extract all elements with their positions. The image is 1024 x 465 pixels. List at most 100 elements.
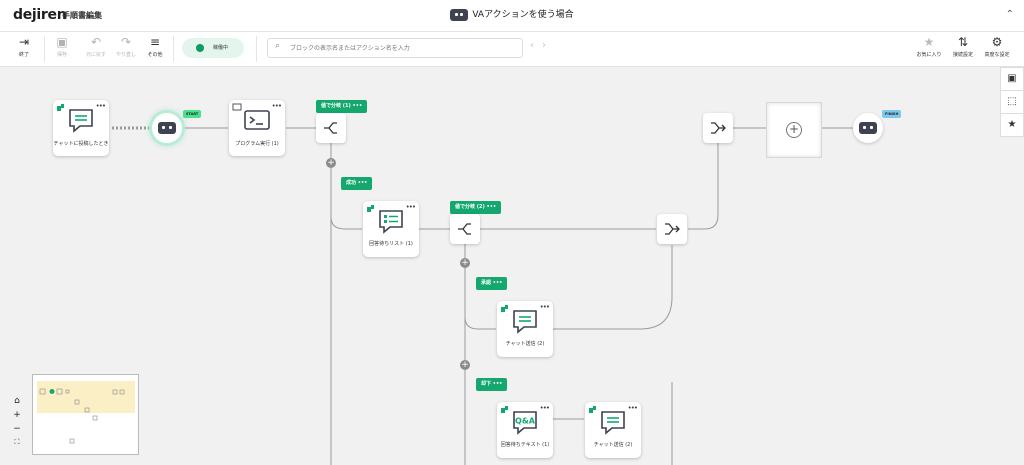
chevron-double-up-icon[interactable]: ⌃ [1005, 9, 1014, 20]
zoom-out-button[interactable]: − [13, 424, 21, 434]
finish-badge: FINISH [882, 110, 902, 118]
branch-icon [324, 122, 337, 134]
save-button[interactable]: ▣保存 [47, 35, 77, 58]
node-menu-icon[interactable]: ••• [95, 102, 106, 110]
add-step-button[interactable]: + [326, 158, 336, 168]
divider [44, 36, 45, 62]
chat-send-node[interactable]: ••• [497, 301, 553, 357]
checklist-chat-icon [379, 210, 403, 234]
branch-icon [458, 223, 471, 235]
more-button[interactable]: ≡その他 [140, 35, 170, 58]
waitlist-node[interactable]: ••• [363, 201, 419, 257]
chevron-left-icon[interactable]: ‹ [530, 40, 542, 51]
dejiren-tag-icon [589, 406, 596, 413]
plus-circle-icon: + [786, 122, 802, 138]
page-title: 手順書編集 [62, 11, 102, 20]
branch-node-2[interactable] [450, 214, 480, 244]
redo-button[interactable]: ↷やり直し [111, 35, 141, 58]
chat-icon [601, 411, 625, 435]
package-settings-icon[interactable]: ⬚ [1000, 90, 1024, 114]
app-logo: dejiren [13, 7, 67, 23]
branch-node-1[interactable] [316, 113, 346, 143]
start-badge: START [183, 110, 202, 118]
node-menu-icon[interactable]: ••• [492, 280, 503, 286]
chat-icon [513, 310, 537, 334]
redo-icon: ↷ [120, 35, 132, 49]
fit-view-icon[interactable]: ⛶ [14, 438, 20, 446]
chat-send-node-2[interactable]: ••• [585, 402, 641, 458]
favorites-button[interactable]: ★お気に入り [912, 35, 946, 58]
window-icon [232, 103, 242, 111]
add-step-button[interactable]: + [460, 360, 470, 370]
star-icon[interactable]: ★ [1000, 113, 1024, 137]
status-dot [196, 44, 204, 52]
dejiren-tag-icon [367, 205, 374, 212]
merge-node-2[interactable] [703, 113, 733, 143]
gears-icon: ⚙ [991, 35, 1003, 49]
merge-icon [665, 223, 680, 235]
document-title: VAアクションを使う場合 [0, 7, 1024, 21]
save-icon: ▣ [56, 35, 68, 49]
merge-node-1[interactable] [657, 214, 687, 244]
exit-button[interactable]: ⇥終了 [9, 35, 39, 58]
merge-icon [711, 122, 726, 134]
robot-icon [158, 122, 176, 134]
dejiren-tag-icon [501, 406, 508, 413]
robot-icon [859, 122, 877, 134]
undo-button[interactable]: ↶元に戻す [81, 35, 111, 58]
qa-chat-icon: Q&A [513, 411, 537, 435]
menu-icon: ≡ [149, 35, 161, 49]
connection-settings-button[interactable]: ⇅接続設定 [948, 35, 978, 58]
add-block-placeholder[interactable]: + [766, 102, 822, 158]
node-label: 回答待ちリスト (1) [369, 241, 413, 247]
node-label: チャットに投稿したとき [53, 141, 109, 147]
node-menu-icon[interactable]: ••• [539, 303, 550, 311]
flow-canvas[interactable]: ••• チャットに投稿したとき START ••• プログラム実行 (1) 値で… [0, 67, 1024, 465]
add-step-button[interactable]: + [460, 258, 470, 268]
qa-text-node[interactable]: ••• Q&A [497, 402, 553, 458]
node-label: チャット送信 (2) [505, 341, 545, 347]
node-label: 回答待ちテキスト (1) [500, 442, 550, 448]
va-start-node[interactable] [152, 113, 182, 143]
toolbar: ⇥終了 ▣保存 ↶元に戻す ↷やり直し ≡その他 稼働中 ⌕ ‹› ★お気に入り… [0, 32, 1024, 67]
search-input[interactable] [288, 41, 520, 56]
node-menu-icon[interactable]: ••• [352, 103, 363, 109]
divider [173, 36, 174, 62]
node-menu-icon[interactable]: ••• [357, 180, 368, 186]
undo-icon: ↶ [90, 35, 102, 49]
node-menu-icon[interactable]: ••• [486, 204, 497, 210]
search-nav: ‹› [530, 40, 554, 51]
node-menu-icon[interactable]: ••• [539, 404, 550, 412]
minimap[interactable] [32, 374, 139, 455]
robot-icon [450, 8, 469, 21]
svg-text:Q&A: Q&A [515, 417, 536, 426]
star-icon: ★ [923, 35, 935, 49]
header-bar: dejiren 手順書編集 VAアクションを使う場合 ⌃ [0, 0, 1024, 32]
divider [256, 36, 257, 62]
program-node[interactable]: ••• [229, 100, 285, 156]
search-box: ⌕ [267, 38, 523, 58]
branch-label-2[interactable]: 値で分岐 (2) ••• [450, 201, 502, 214]
minimap-preview [39, 388, 125, 444]
exit-icon: ⇥ [18, 35, 30, 49]
va-finish-node[interactable] [853, 113, 883, 143]
chevron-right-icon[interactable]: › [542, 40, 554, 51]
minimap-viewport [37, 381, 135, 413]
branch-reject-label[interactable]: 却下 ••• [476, 378, 508, 391]
node-menu-icon[interactable]: ••• [627, 404, 638, 412]
branch-approve-label[interactable]: 承認 ••• [476, 277, 508, 290]
node-label: プログラム実行 (1) [235, 141, 279, 147]
trigger-node[interactable]: ••• [53, 100, 109, 156]
dejiren-tag-icon [501, 305, 508, 312]
node-menu-icon[interactable]: ••• [271, 102, 282, 110]
terminal-icon [244, 110, 270, 130]
branch-label-1[interactable]: 値で分岐 (1) ••• [316, 100, 368, 113]
status-toggle[interactable]: 稼働中 [182, 38, 244, 58]
node-menu-icon[interactable]: ••• [492, 381, 503, 387]
advanced-settings-button[interactable]: ⚙高度な設定 [981, 35, 1013, 58]
node-menu-icon[interactable]: ••• [405, 203, 416, 211]
home-icon[interactable]: ⌂ [14, 396, 20, 406]
zoom-in-button[interactable]: + [13, 410, 21, 420]
branch-success-label[interactable]: 成功 ••• [341, 177, 373, 190]
cube-icon[interactable]: ▣ [1000, 67, 1024, 91]
